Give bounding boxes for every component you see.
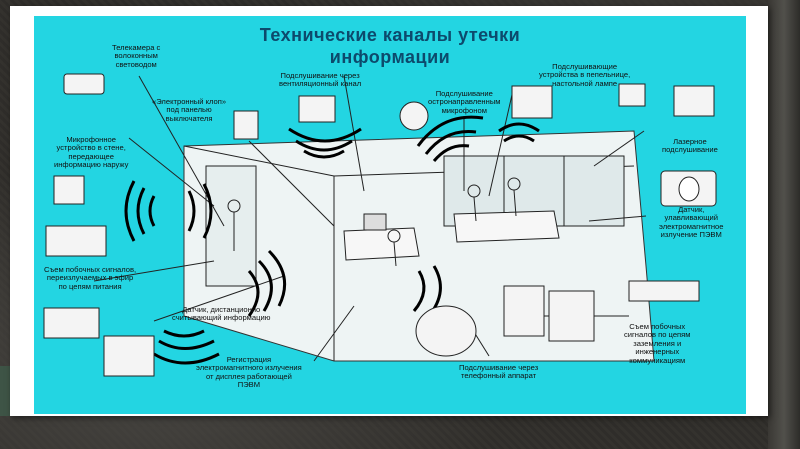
label-display-em: Регистрация электромагнитного излучения … bbox=[196, 355, 302, 390]
label-ashtray-lamp: Подслушивающие устройства в пепельнице, … bbox=[539, 62, 631, 88]
label-laser: Лазерное подслушивание bbox=[662, 137, 718, 155]
label-remote-sensor: Датчик, дистанционно считывающий информа… bbox=[172, 305, 271, 323]
label-directional-mic: Подслушивание остронаправленным микрофон… bbox=[428, 89, 501, 115]
label-wall-mic: Микрофонное устройство в стене, передающ… bbox=[54, 135, 129, 170]
wood-strip bbox=[768, 0, 800, 449]
label-grounding: Съем побочных сигналов по цепям заземлен… bbox=[624, 322, 691, 365]
label-electronic-bug: «Электронный клоп» под панелью выключате… bbox=[152, 97, 227, 123]
camera-icon bbox=[63, 73, 105, 95]
title-line-2: информации bbox=[329, 47, 451, 67]
label-power-lines: Съем побочных сигналов, переизлучаемых в… bbox=[44, 265, 137, 291]
label-ventilation: Подслушивание через вентиляционный канал bbox=[279, 71, 362, 89]
label-em-sensor: Датчик, улавливающий электромагнитное из… bbox=[659, 205, 724, 240]
label-telecamera: Телекамера с волоконным световодом bbox=[112, 43, 161, 69]
title-line-1: Технические каналы утечки bbox=[259, 25, 521, 45]
slide-card: Технические каналы утечки информации bbox=[10, 6, 768, 416]
diagram-slide: Технические каналы утечки информации bbox=[34, 16, 746, 414]
room-illustration bbox=[43, 73, 717, 377]
label-phone: Подслушивание через телефонный аппарат bbox=[459, 363, 539, 381]
